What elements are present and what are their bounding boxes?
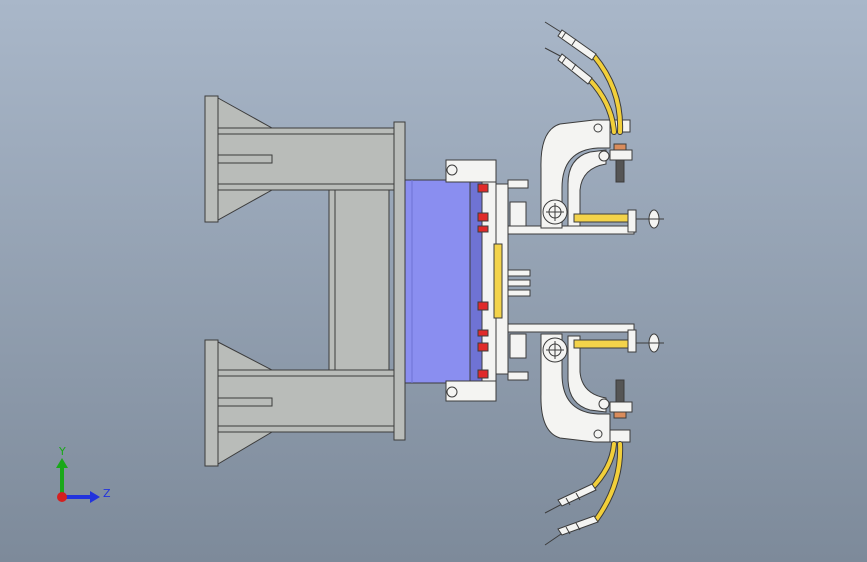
lower-flange-plate bbox=[204, 339, 219, 467]
lower-rail bbox=[507, 323, 635, 333]
bottom-bracket bbox=[445, 380, 497, 402]
lower-connector-2 bbox=[544, 515, 599, 546]
mounting-assembly[interactable] bbox=[445, 159, 635, 402]
center-shaft bbox=[493, 243, 503, 319]
red-clamp-7 bbox=[477, 369, 489, 379]
center-spring-2 bbox=[507, 279, 531, 287]
red-clamp-1 bbox=[477, 183, 489, 193]
lower-electrode-clamp bbox=[609, 401, 633, 413]
actuator-right-plate bbox=[469, 175, 483, 387]
lower-yellow-rod bbox=[573, 339, 635, 349]
top-bracket bbox=[445, 159, 497, 183]
lower-weld-gun[interactable] bbox=[540, 329, 664, 443]
upper-rail bbox=[507, 179, 529, 189]
frame-end-plate bbox=[393, 121, 406, 441]
center-spring-1 bbox=[507, 269, 531, 277]
upper-beam-slot bbox=[217, 154, 273, 164]
lower-rod-block bbox=[509, 333, 527, 359]
center-column bbox=[328, 189, 390, 371]
coordinate-triad: Y Z bbox=[56, 445, 111, 503]
red-clamp-3 bbox=[477, 225, 489, 233]
lower-connector-1 bbox=[544, 483, 597, 514]
lower-c-arm-inner bbox=[567, 335, 607, 413]
red-clamp-5 bbox=[477, 329, 489, 337]
actuator-housing bbox=[404, 179, 478, 384]
upper-rail-2 bbox=[507, 225, 635, 235]
y-axis-arrow-icon bbox=[56, 458, 68, 468]
red-clamp-6 bbox=[477, 342, 489, 352]
upper-yellow-rod bbox=[573, 213, 635, 223]
lower-rod-end bbox=[627, 329, 637, 353]
lower-electrode-holder bbox=[609, 429, 631, 443]
y-axis-label: Y bbox=[58, 445, 66, 458]
actuator-body[interactable] bbox=[404, 175, 483, 387]
upper-electrode-clamp bbox=[609, 149, 633, 161]
z-axis-arrow-icon bbox=[90, 491, 100, 503]
z-axis-label: Z bbox=[103, 487, 111, 500]
upper-connector-1 bbox=[544, 21, 597, 61]
red-clamp-2 bbox=[477, 212, 489, 222]
center-spring-3 bbox=[507, 289, 531, 297]
upper-connector-2 bbox=[544, 47, 593, 85]
connectors bbox=[544, 21, 599, 546]
upper-weld-gun[interactable] bbox=[540, 119, 664, 233]
x-axis-dot-icon bbox=[57, 492, 67, 502]
upper-rod-block bbox=[509, 201, 527, 227]
lower-beam-slot bbox=[217, 397, 273, 407]
lower-rail-2 bbox=[507, 371, 529, 381]
base-frame[interactable] bbox=[204, 95, 406, 467]
upper-flange-plate bbox=[204, 95, 219, 223]
upper-c-arm-inner bbox=[567, 149, 607, 227]
red-clamp-4 bbox=[477, 301, 489, 311]
cables bbox=[587, 53, 624, 523]
upper-rod-end bbox=[627, 209, 637, 233]
